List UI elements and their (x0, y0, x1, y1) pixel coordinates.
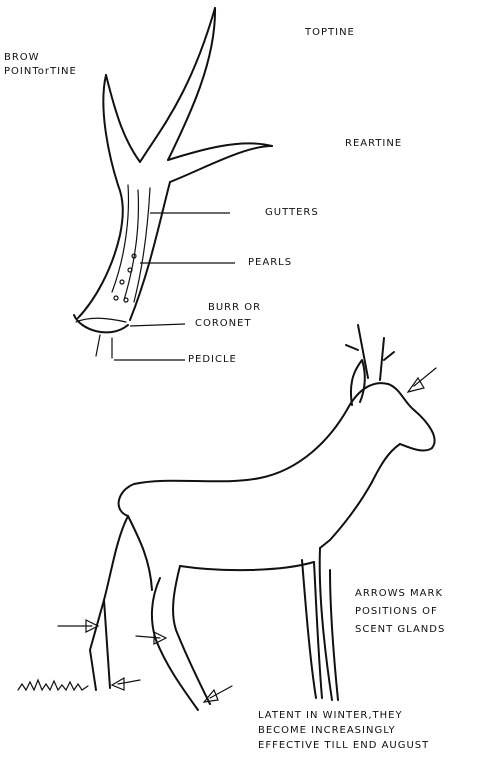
burr-label-line1: BURR OR (208, 302, 261, 314)
pearls-label: PEARLS (248, 257, 292, 269)
brow-tine-label-line1: BROW (4, 52, 40, 64)
arrows-note-line2: POSITIONS OF (355, 606, 438, 618)
latent-note-line2: BECOME INCREASINGLY (258, 725, 396, 737)
arrows-note-line3: SCENT GLANDS (355, 624, 445, 636)
arrows-note-line1: ARROWS MARK (355, 588, 443, 600)
rear-tine-label: REARTINE (345, 138, 402, 150)
top-tine-label: TOPTINE (305, 27, 355, 39)
latent-note-line3: EFFECTIVE TILL END AUGUST (258, 740, 429, 752)
burr-label-line2: CORONET (195, 318, 252, 330)
brow-tine-label-line2: POINTorTINE (4, 66, 77, 78)
latent-note-line1: LATENT IN WINTER,THEY (258, 710, 403, 722)
gutters-label: GUTTERS (265, 207, 319, 219)
pedicle-label: PEDICLE (188, 354, 237, 366)
